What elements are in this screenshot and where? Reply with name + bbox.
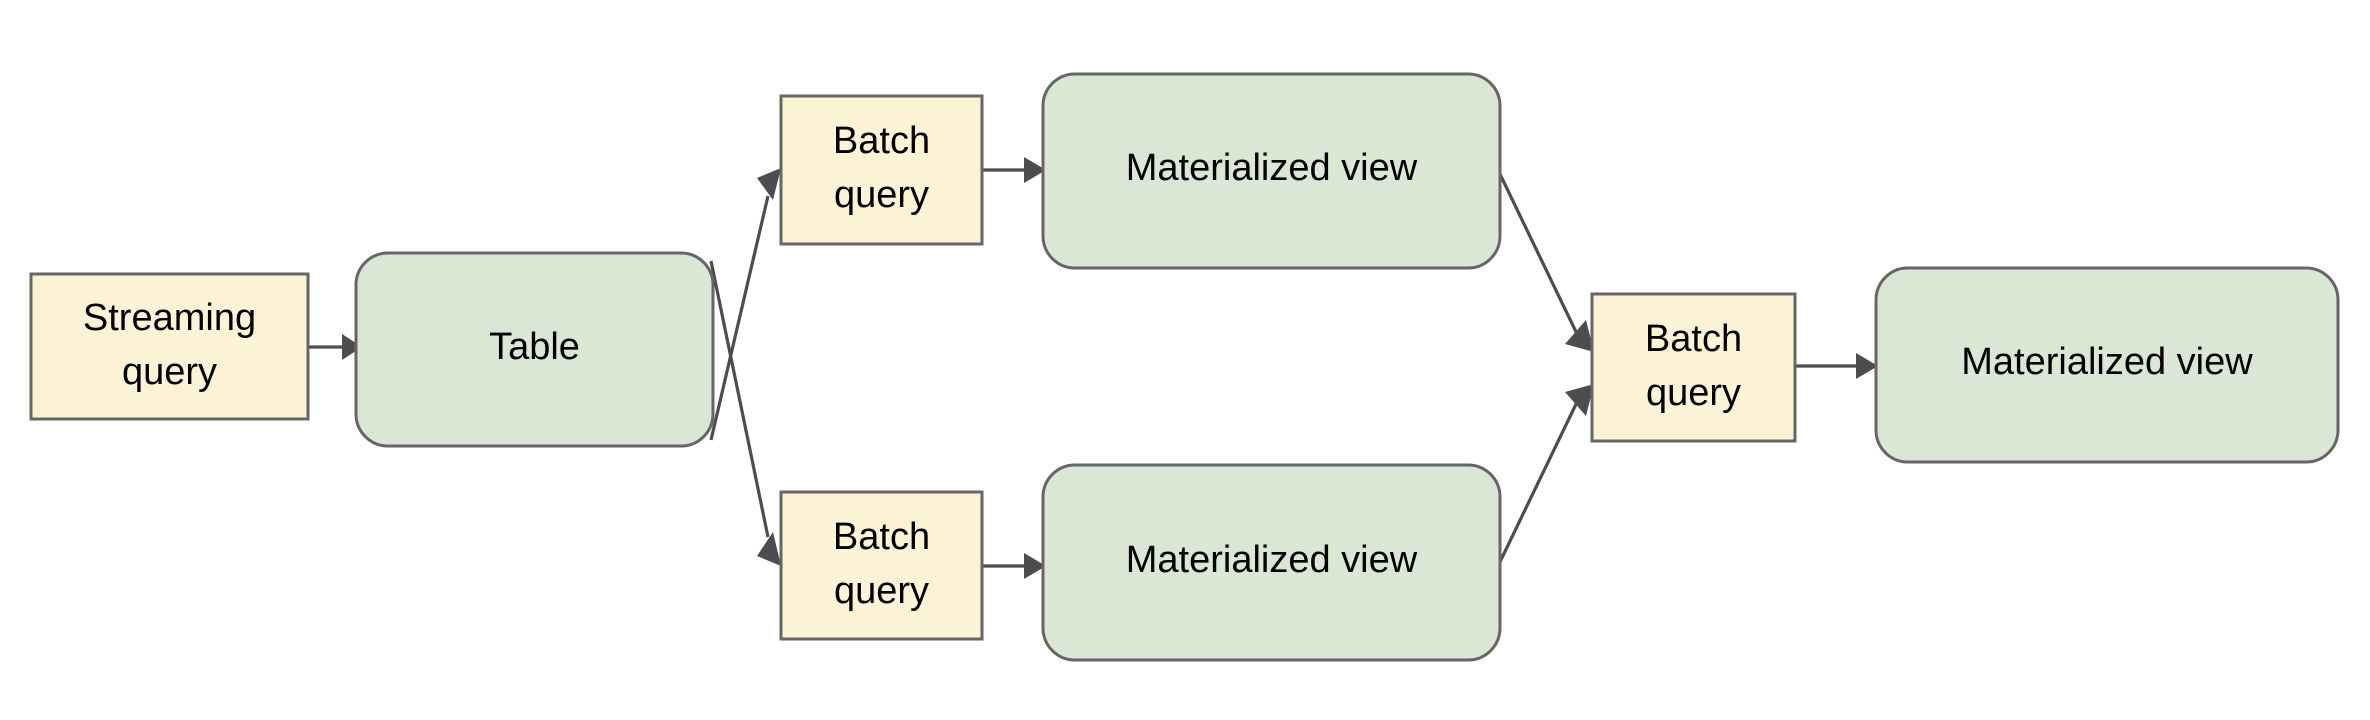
batch-query-merge-box[interactable]	[1590, 292, 1797, 443]
batch-query-top-label-line1: Batch	[833, 120, 930, 162]
edge-merge-to-mv-final	[1795, 353, 1878, 379]
edge-table-to-batch-bottom	[709, 260, 781, 566]
node-streaming-query[interactable]: Streaming query	[29, 272, 310, 421]
batch-query-merge-label-line1: Batch	[1645, 318, 1742, 360]
edge-layer	[308, 157, 1878, 579]
materialized-view-final-label: Materialized view	[1961, 341, 2253, 383]
materialized-view-bottom-label: Materialized view	[1126, 539, 1418, 581]
edge-streaming-to-table	[308, 334, 362, 360]
node-materialized-view-final[interactable]: Materialized view	[1874, 266, 2340, 464]
batch-query-top-box[interactable]	[779, 94, 984, 246]
materialized-view-top-box[interactable]	[1041, 72, 1502, 270]
batch-query-bottom-label-line2: query	[834, 570, 929, 612]
node-layer: Streaming query Table Batch query Materi…	[29, 72, 2340, 662]
edge-mv-bottom-to-merge	[1496, 384, 1594, 567]
batch-query-bottom-box[interactable]	[779, 490, 984, 641]
streaming-query-label-line2: query	[122, 351, 217, 393]
node-batch-query-bottom[interactable]: Batch query	[779, 490, 984, 641]
node-materialized-view-top[interactable]: Materialized view	[1041, 72, 1502, 270]
node-table[interactable]: Table	[354, 251, 715, 448]
batch-query-merge-label-line2: query	[1646, 372, 1741, 414]
materialized-view-top-label: Materialized view	[1126, 147, 1418, 189]
table-label: Table	[489, 326, 580, 368]
node-batch-query-top[interactable]: Batch query	[779, 94, 984, 246]
table-box[interactable]	[354, 251, 715, 448]
materialized-view-final-box[interactable]	[1874, 266, 2340, 464]
materialized-view-bottom-box[interactable]	[1041, 463, 1502, 662]
streaming-query-label-line1: Streaming	[83, 297, 256, 339]
batch-query-top-label-line2: query	[834, 174, 929, 216]
streaming-query-box[interactable]	[29, 272, 310, 421]
batch-query-bottom-label-line1: Batch	[833, 516, 930, 558]
edge-mv-top-to-merge	[1496, 169, 1594, 352]
node-batch-query-merge[interactable]: Batch query	[1590, 292, 1797, 443]
edge-batch-top-to-mv-top	[982, 157, 1046, 183]
edge-batch-bottom-to-mv-bottom	[982, 553, 1046, 579]
edge-table-to-batch-top	[709, 168, 781, 441]
node-materialized-view-bottom[interactable]: Materialized view	[1041, 463, 1502, 662]
